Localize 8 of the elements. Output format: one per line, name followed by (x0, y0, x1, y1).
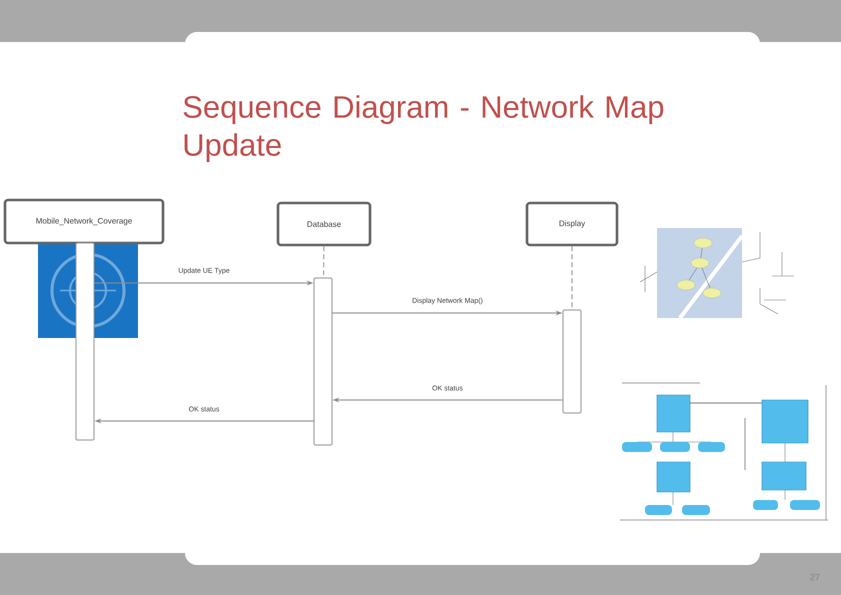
lifeline-box: Display (526, 202, 618, 246)
activation-bar (314, 278, 332, 446)
activation-bar (562, 310, 582, 414)
activation-bar (76, 242, 94, 440)
lifeline-box: Database (276, 202, 372, 246)
lifeline-box: Mobile_Network_Coverage (4, 198, 164, 244)
title: Sequence Diagram - Network Map Update (184, 95, 664, 162)
lifeline (323, 246, 324, 278)
